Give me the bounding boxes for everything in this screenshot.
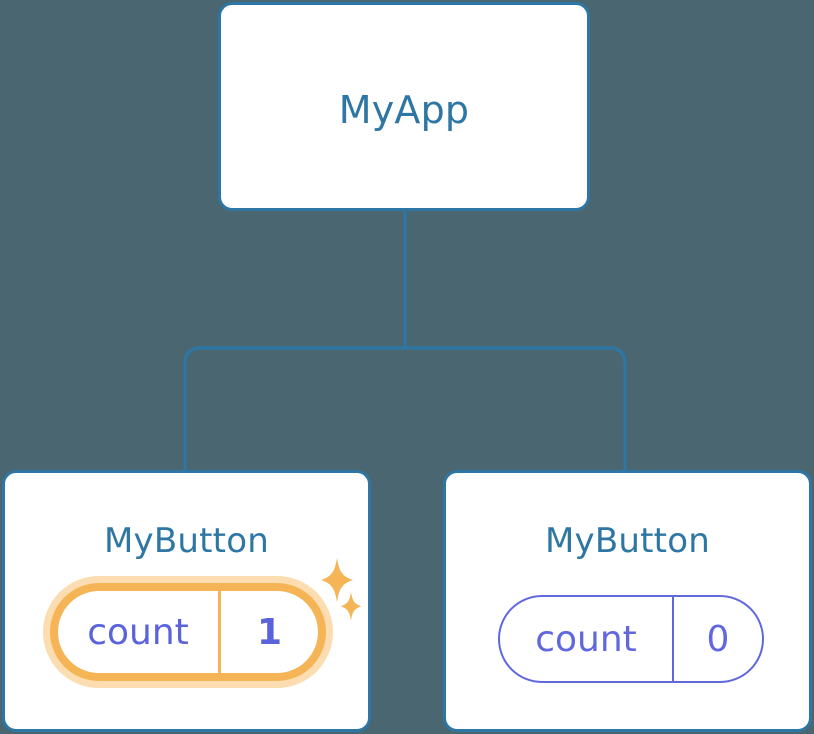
state-badge-right[interactable]: count 0 [498,595,764,683]
state-badge-glow-left [43,576,333,688]
branch-left-edge [183,346,405,472]
node-label-mybutton-left: MyButton [104,521,269,561]
state-value-label-right: 0 [706,618,730,660]
state-badge-left[interactable]: count 1 [50,583,326,681]
branch-right-edge [405,346,627,472]
state-key-label-right: count [500,597,674,681]
node-card-mybutton-right[interactable]: MyButton count 0 [443,470,812,732]
node-card-mybutton-left[interactable]: MyButton count 1 [2,470,371,732]
node-label-mybutton-right: MyButton [545,521,710,561]
node-card-myapp[interactable]: MyApp [218,2,590,211]
state-key-label-left: count [58,591,221,673]
node-label-myapp: MyApp [338,88,470,132]
state-value-label-left: 1 [256,611,283,653]
state-badge-wrapper-left: count 1 [43,576,333,688]
